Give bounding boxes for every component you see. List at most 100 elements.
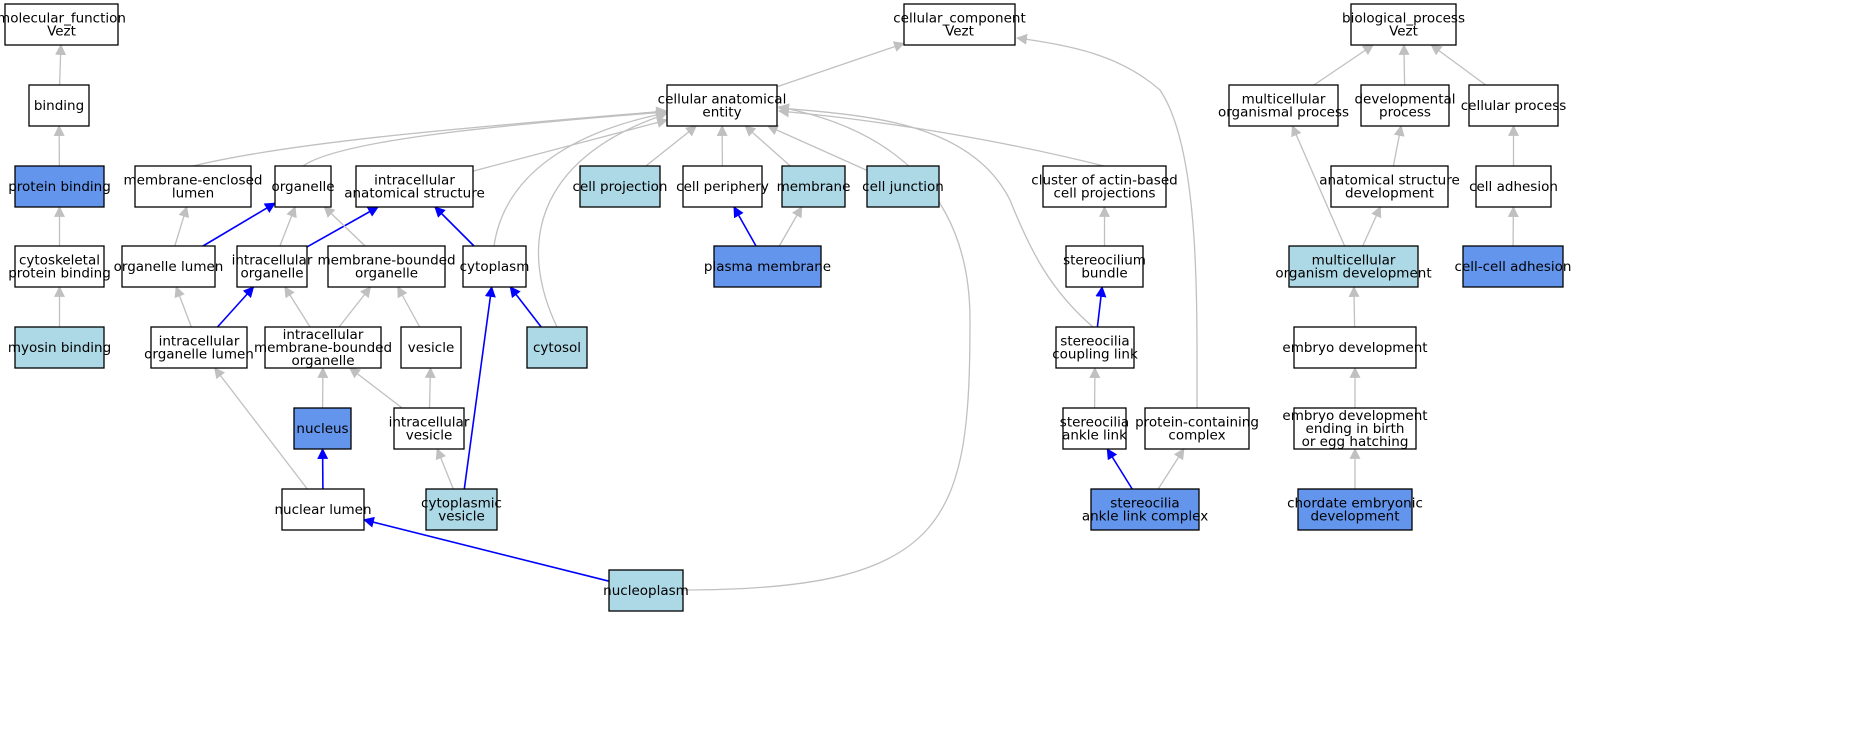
node-label: protein binding (8, 179, 111, 195)
node-box (1360, 84, 1450, 127)
node-label: vesicle (438, 509, 485, 525)
edge-ivesicle-to-imbo (348, 367, 403, 409)
node-box (608, 569, 684, 612)
node-label: cell periphery (676, 179, 769, 195)
node-myosin[interactable]: myosin binding (8, 326, 111, 369)
node-cadh[interactable]: cell adhesion (1469, 165, 1558, 208)
node-box (1293, 407, 1417, 450)
node-label: binding (34, 98, 84, 114)
edge-pm-to-membrane (778, 206, 803, 247)
node-protein_binding[interactable]: protein binding (8, 165, 111, 208)
node-label: complex (1168, 428, 1225, 444)
node-label: embryo development (1282, 340, 1427, 356)
node-label: cytosol (533, 340, 581, 356)
node-box (28, 84, 90, 127)
node-label: bundle (1081, 266, 1127, 282)
edge-mel-to-cae (192, 106, 668, 167)
node-box (1062, 407, 1127, 450)
node-embryo[interactable]: embryo development (1282, 326, 1428, 369)
node-box (579, 165, 661, 208)
node-box (1090, 488, 1200, 531)
node-label: cytoskeletal (19, 253, 100, 269)
node-cproj[interactable]: cell projection (573, 165, 668, 208)
node-cytoplasm[interactable]: cytoplasm (460, 245, 530, 288)
node-pm[interactable]: plasma membrane (704, 245, 831, 288)
node-cjunc[interactable]: cell junction (862, 165, 944, 208)
node-label: biological_process (1342, 11, 1465, 27)
node-label: development (1310, 509, 1399, 525)
node-membrane[interactable]: membrane (777, 165, 851, 208)
node-box (1468, 84, 1559, 127)
node-label: cytoplasm (460, 259, 530, 275)
node-label: cell-cell adhesion (1455, 259, 1572, 275)
node-label: membrane (777, 179, 851, 195)
node-label: ankle link (1062, 428, 1127, 444)
node-label: protein-containing (1135, 415, 1259, 431)
node-box (274, 165, 332, 208)
node-box (400, 326, 462, 369)
node-cellp[interactable]: cellular process (1461, 84, 1567, 127)
node-olumen[interactable]: organelle lumen (114, 245, 224, 288)
edge-cytosol-to-cytoplasm (509, 286, 542, 328)
node-label: cell junction (862, 179, 944, 195)
edge-cellp-to-bp (1430, 44, 1487, 86)
node-box (14, 165, 105, 208)
node-label: or egg hatching (1302, 434, 1409, 450)
node-box (462, 245, 527, 288)
edge-cytoplasm-to-cae (493, 109, 668, 247)
node-label: multicellular (1242, 92, 1326, 108)
edge-layer (53, 33, 1519, 591)
node-vesicle[interactable]: vesicle (400, 326, 462, 369)
node-label: entity (702, 105, 741, 121)
edge-iol-to-iorg (216, 286, 255, 328)
edge-cjunc-to-cae (766, 125, 868, 171)
node-box (236, 245, 308, 288)
node-ccadh[interactable]: cell-cell adhesion (1455, 245, 1572, 288)
node-box (1462, 245, 1564, 288)
node-box (526, 326, 588, 369)
edge-cproj-to-cae (645, 125, 698, 167)
node-nucleus[interactable]: nucleus (293, 407, 352, 450)
node-nucleoplasm[interactable]: nucleoplasm (603, 569, 689, 612)
node-box (1297, 488, 1413, 531)
node-cytosol[interactable]: cytosol (526, 326, 588, 369)
node-binding[interactable]: binding (28, 84, 90, 127)
node-nlumen[interactable]: nuclear lumen (274, 488, 372, 531)
node-label: intracellular (374, 173, 455, 189)
node-box (903, 3, 1016, 46)
node-label: anatomical structure (1319, 173, 1460, 189)
node-cperiph[interactable]: cell periphery (676, 165, 769, 208)
node-label: ankle link complex (1082, 509, 1208, 525)
node-label: intracellular (389, 415, 470, 431)
node-label: myosin binding (8, 340, 111, 356)
node-label: organism development (1275, 266, 1431, 282)
node-organelle[interactable]: organelle (271, 165, 335, 208)
node-label: Vezt (1389, 24, 1418, 40)
edge-cytosol-to-cae (537, 111, 668, 328)
